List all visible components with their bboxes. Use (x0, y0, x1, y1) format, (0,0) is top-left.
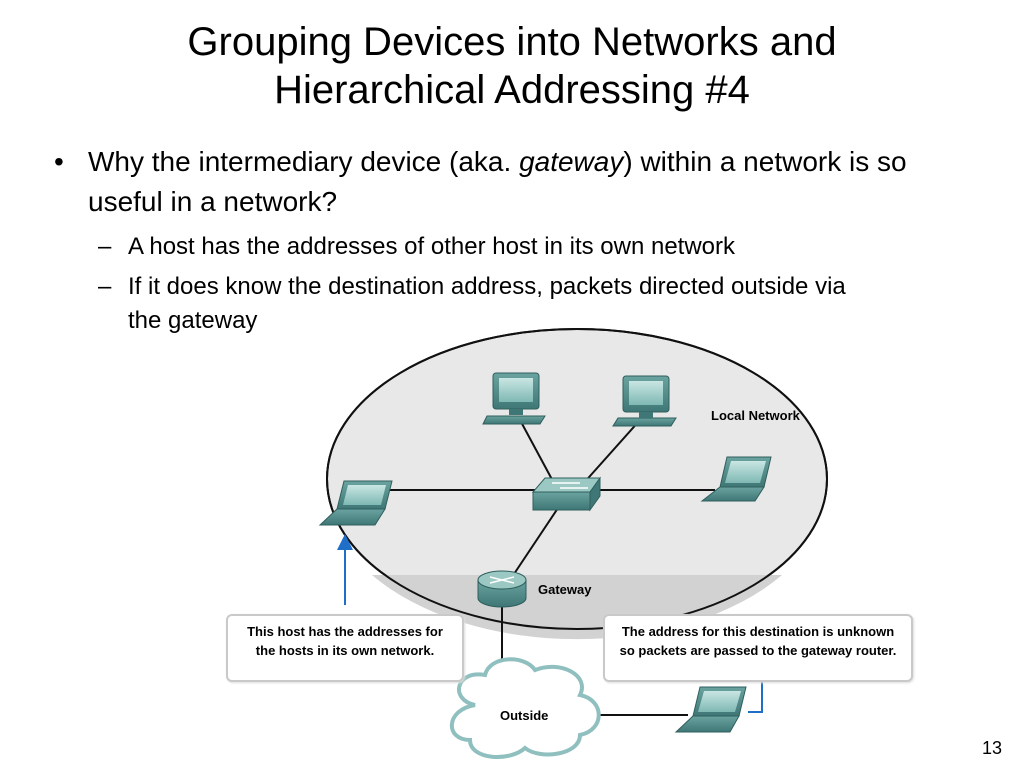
sub-bullet-text: A host has the addresses of other host i… (128, 233, 736, 260)
bullet-text: Why the intermediary device (aka. gatewa… (88, 142, 928, 222)
switch-icon (531, 476, 601, 512)
title-line-1: Grouping Devices into Networks and (187, 20, 837, 64)
dash-symbol: – (98, 273, 112, 300)
bullet-text-post: ) within a network is so useful in a net… (88, 146, 907, 217)
bullet-symbol: • (54, 146, 64, 177)
dash-symbol: – (98, 233, 112, 260)
outside-label: Outside (500, 708, 549, 723)
desktop-computer-icon (482, 372, 546, 425)
gateway-label: Gateway (538, 582, 592, 597)
router-icon (477, 570, 527, 608)
title-line-2: Hierarchical Addressing #4 (274, 68, 750, 112)
bullet-text-italic: gateway (519, 146, 624, 177)
sub-bullet-text: If it does know the destination address,… (128, 273, 846, 334)
slide-title: Grouping Devices into Networks and Hiera… (60, 18, 964, 114)
local-network-label: Local Network (711, 408, 800, 423)
left-callout: This host has the addresses for the host… (226, 614, 464, 682)
right-callout-arrow (748, 680, 763, 713)
desktop-computer-icon (612, 375, 677, 427)
bullet-text-pre: Why the intermediary device (aka. (88, 146, 520, 177)
page-number: 13 (981, 738, 1002, 758)
outside-cloud-icon (449, 657, 601, 760)
network-links (385, 419, 715, 581)
laptop-icon (674, 686, 747, 733)
right-callout: The address for this destination is unkn… (603, 614, 913, 682)
laptop-icon (318, 480, 393, 526)
laptop-icon (700, 456, 772, 502)
